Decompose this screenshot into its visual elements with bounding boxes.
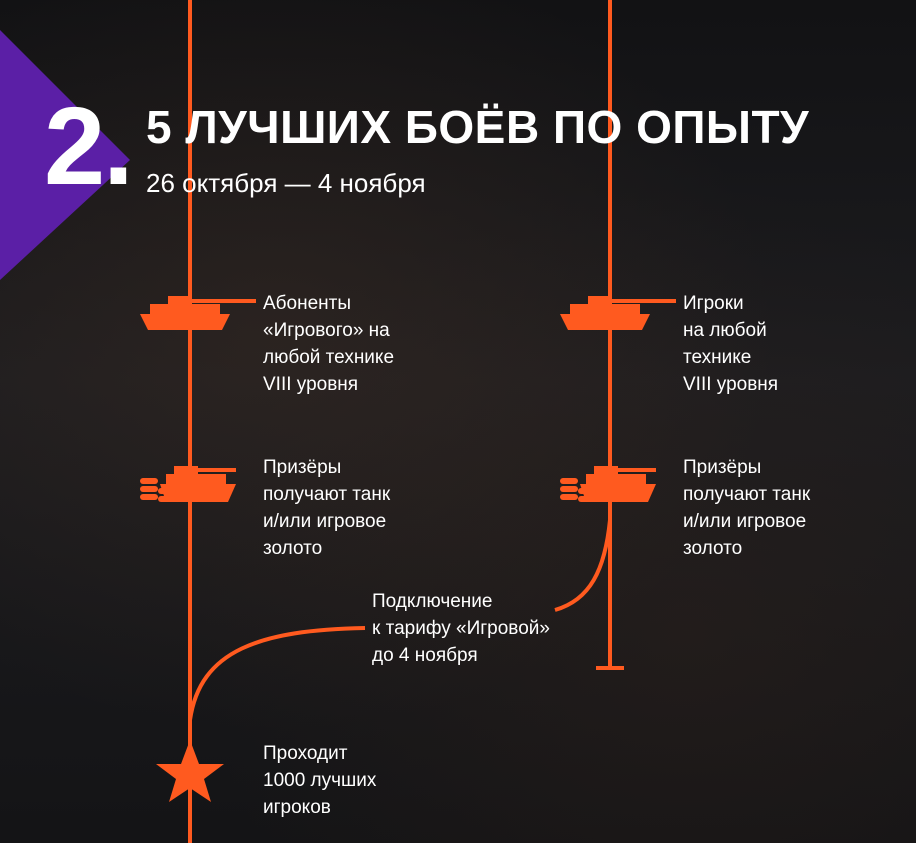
left-step2-label: Призёры получают танк и/или игровое золо…	[263, 457, 391, 559]
tank-icon	[560, 296, 676, 330]
date-range: 26 октября — 4 ноября	[146, 168, 426, 198]
tank-icon	[140, 296, 256, 330]
star-icon	[156, 740, 224, 802]
left-connector-curve	[188, 626, 366, 721]
coins-tank-icon	[560, 466, 656, 502]
left-final-label: Проходит 1000 лучших игроков	[263, 743, 377, 818]
right-connector-curve	[554, 519, 612, 612]
purple-triangle	[0, 30, 130, 280]
right-step1-label: Игроки на любой технике VIII уровня	[683, 293, 779, 395]
coins-tank-icon	[140, 466, 236, 502]
left-step1-label: Абоненты «Игрового» на любой технике VII…	[263, 293, 395, 395]
connector-label: Подключение к тарифу «Игровой» до 4 нояб…	[372, 591, 550, 666]
right-step2-label: Призёры получают танк и/или игровое золо…	[683, 457, 811, 559]
section-number: 2.	[44, 85, 134, 208]
page-title: 5 ЛУЧШИХ БОЁВ ПО ОПЫТУ	[146, 101, 810, 153]
